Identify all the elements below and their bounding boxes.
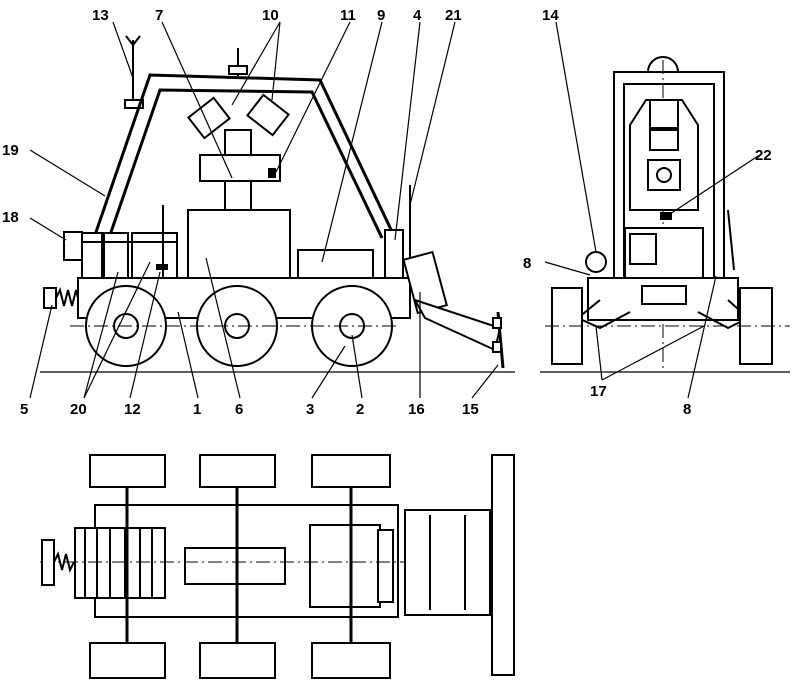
side-view [40,35,515,373]
dozer-blade-side [402,250,505,369]
label-19: 19 [2,142,19,159]
camera-mast [186,93,291,211]
antenna [124,35,144,109]
label-3: 3 [306,401,314,418]
wheels-side [70,285,400,367]
label-5: 5 [20,401,28,418]
label-11: 11 [340,7,356,24]
roll-cage [93,48,397,239]
rear-box [63,231,83,261]
label-14: 14 [542,7,559,24]
label-8-right: 8 [683,401,691,418]
label-16: 16 [408,401,425,418]
rear-spring [43,287,79,309]
label-17: 17 [590,383,607,400]
part-labels: 13 7 10 11 9 4 21 14 19 18 22 8 5 20 12 … [2,7,772,418]
label-15: 15 [462,401,479,418]
label-13: 13 [92,7,109,24]
label-18: 18 [2,209,19,226]
label-21: 21 [445,7,462,24]
central-unit [187,209,291,279]
label-7: 7 [155,7,163,24]
front-view [540,56,790,373]
label-20: 20 [70,401,87,418]
label-12: 12 [124,401,141,418]
label-2: 2 [356,401,364,418]
label-8-left: 8 [523,255,531,272]
top-view [40,454,515,679]
label-22: 22 [755,147,772,164]
label-10: 10 [262,7,279,24]
equipment-box [297,249,374,279]
label-1: 1 [193,401,201,418]
label-9: 9 [377,7,385,24]
front-post [384,229,404,279]
leader-lines [29,21,759,399]
label-4: 4 [413,7,422,24]
label-6: 6 [235,401,243,418]
